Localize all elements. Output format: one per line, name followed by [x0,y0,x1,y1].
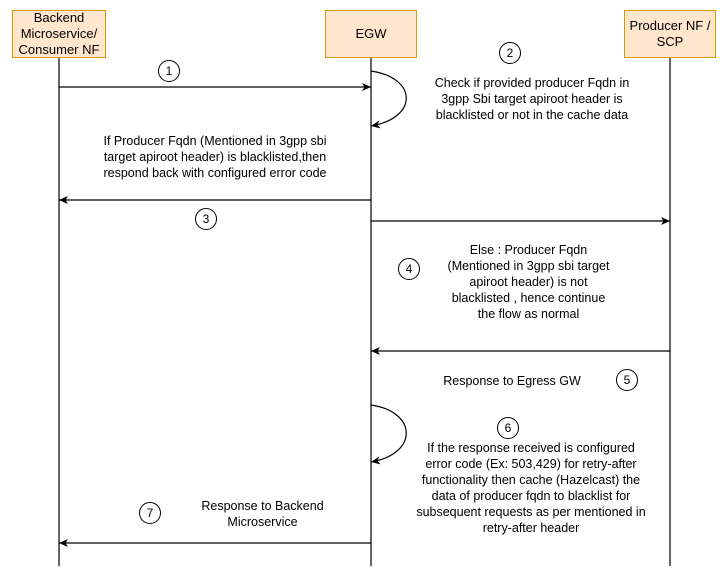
step-1-badge: 1 [158,60,180,82]
actor-egw: EGW [325,10,417,58]
step-3-badge: 3 [195,208,217,230]
note-cache-blacklist: If the response received is configured e… [416,441,646,535]
note-response-backend: Response to Backend Microservice [201,499,324,529]
step-4-badge: 4 [398,258,420,280]
actor-backend: Backend Microservice/ Consumer NF [12,10,106,58]
note-blacklisted-response: If Producer Fqdn (Mentioned in 3gpp sbi … [103,134,327,180]
actor-producer: Producer NF / SCP [624,10,716,58]
step-6-badge: 6 [497,417,519,439]
note-check-blacklist: Check if provided producer Fqdn in 3gpp … [434,76,630,122]
self-loop-check [370,70,407,129]
step-5-badge: 5 [616,369,638,391]
self-loop-cache [370,404,407,465]
note-response-egress: Response to Egress GW [443,374,581,388]
step-2-badge: 2 [499,42,521,64]
step-7-badge: 7 [139,502,161,524]
note-else-continue: Else : Producer Fqdn (Mentioned in 3gpp … [447,243,610,321]
